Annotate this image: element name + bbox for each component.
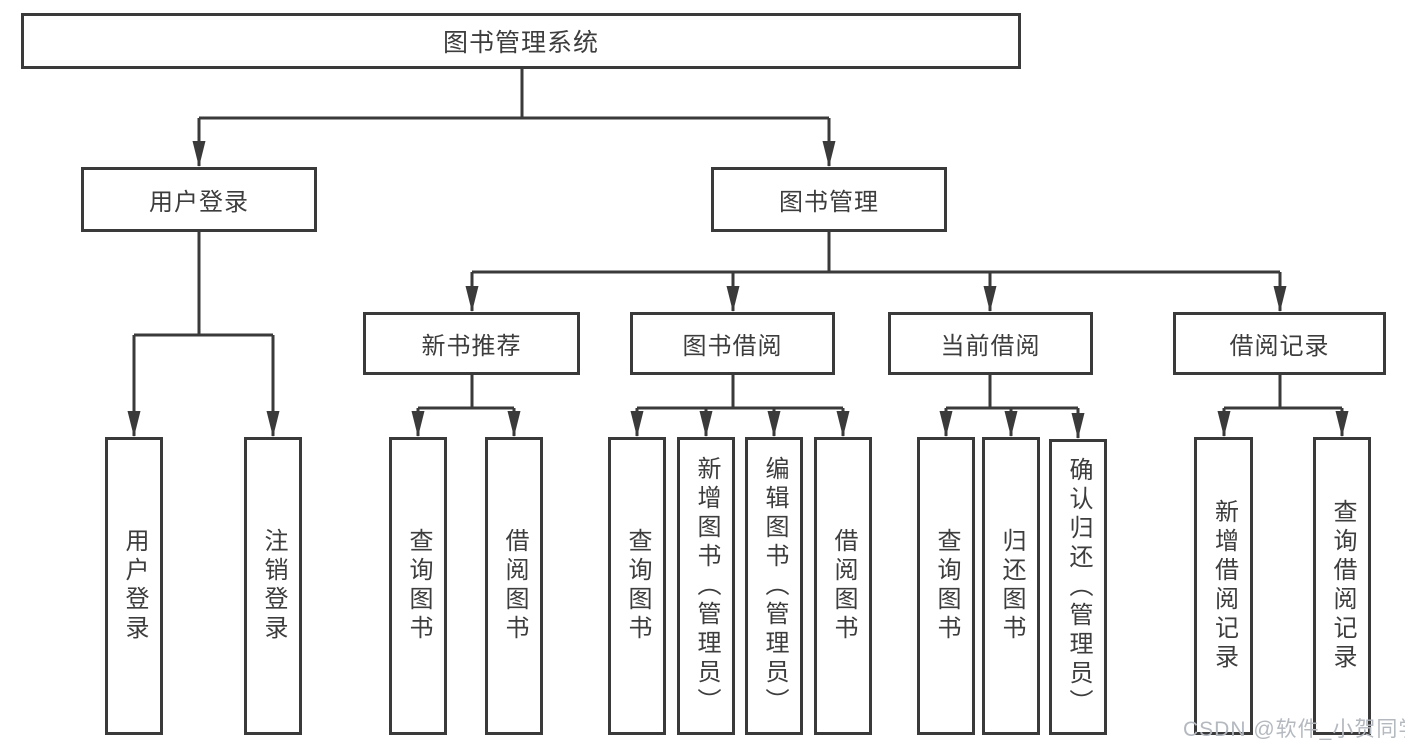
arrowhead-icon bbox=[1273, 286, 1287, 312]
node-user-login: 用户登录 bbox=[81, 167, 317, 232]
leaf-return-book: 归还图书 bbox=[982, 437, 1040, 735]
node-current-borrowing: 当前借阅 bbox=[888, 312, 1093, 375]
connector-path bbox=[132, 69, 1344, 438]
leaf-label: 借阅图书 bbox=[501, 528, 528, 644]
leaf-confirm-return-admin: 确认归还（管理员） bbox=[1049, 439, 1107, 735]
arrowhead-icon bbox=[983, 286, 997, 312]
leaf-label: 查询图书 bbox=[624, 528, 651, 644]
leaf-edit-book-admin: 编辑图书（管理员） bbox=[745, 437, 803, 735]
arrowhead-icon bbox=[127, 411, 141, 437]
node-new-book-recommend: 新书推荐 bbox=[363, 312, 580, 375]
arrowhead-icon bbox=[822, 141, 836, 167]
watermark: CSDN @软件_小贺同学 bbox=[1183, 718, 1405, 741]
leaf-query-books: 查询图书 bbox=[608, 437, 666, 735]
leaf-label: 用户登录 bbox=[121, 528, 148, 644]
leaf-query-borrow-record: 查询借阅记录 bbox=[1313, 437, 1371, 735]
node-borrowing-records: 借阅记录 bbox=[1173, 312, 1386, 375]
arrowhead-icon bbox=[266, 411, 280, 437]
arrowhead-icon bbox=[726, 286, 740, 312]
node-book-management: 图书管理 bbox=[711, 167, 947, 232]
leaf-label: 查询图书 bbox=[405, 528, 432, 644]
node-book-borrowing: 图书借阅 bbox=[630, 312, 835, 375]
arrowhead-icon bbox=[192, 141, 206, 167]
arrowhead-icon bbox=[767, 411, 781, 437]
leaf-label: 借阅图书 bbox=[830, 528, 857, 644]
leaf-label: 编辑图书（管理员） bbox=[761, 455, 788, 717]
leaf-user-login: 用户登录 bbox=[105, 437, 163, 735]
leaf-borrow-books: 借阅图书 bbox=[485, 437, 543, 735]
arrowhead-icon bbox=[465, 286, 479, 312]
leaf-label: 新增图书（管理员） bbox=[693, 455, 720, 717]
node-library-management-system: 图书管理系统 bbox=[21, 13, 1021, 69]
arrowhead-group bbox=[127, 141, 1349, 439]
leaf-logout: 注销登录 bbox=[244, 437, 302, 735]
arrowhead-icon bbox=[630, 411, 644, 437]
arrowhead-icon bbox=[411, 411, 425, 437]
leaf-label: 新增借阅记录 bbox=[1210, 499, 1238, 673]
leaf-label: 查询图书 bbox=[933, 528, 960, 644]
leaf-add-borrow-record: 新增借阅记录 bbox=[1194, 437, 1253, 735]
leaf-label: 注销登录 bbox=[260, 528, 287, 644]
arrowhead-icon bbox=[1004, 411, 1018, 437]
leaf-borrow-books: 借阅图书 bbox=[814, 437, 872, 735]
arrowhead-icon bbox=[699, 411, 713, 437]
arrowhead-icon bbox=[836, 411, 850, 437]
leaf-label: 查询借阅记录 bbox=[1329, 499, 1356, 673]
arrowhead-icon bbox=[1071, 413, 1085, 439]
arrowhead-icon bbox=[939, 411, 953, 437]
leaf-label: 确认归还（管理员） bbox=[1065, 456, 1092, 718]
leaf-label: 归还图书 bbox=[998, 528, 1025, 644]
leaf-query-books: 查询图书 bbox=[389, 437, 447, 735]
arrowhead-icon bbox=[1335, 411, 1349, 437]
leaf-add-book-admin: 新增图书（管理员） bbox=[677, 437, 735, 735]
arrowhead-icon bbox=[1217, 411, 1231, 437]
arrowhead-icon bbox=[507, 411, 521, 437]
leaf-query-books: 查询图书 bbox=[917, 437, 975, 735]
